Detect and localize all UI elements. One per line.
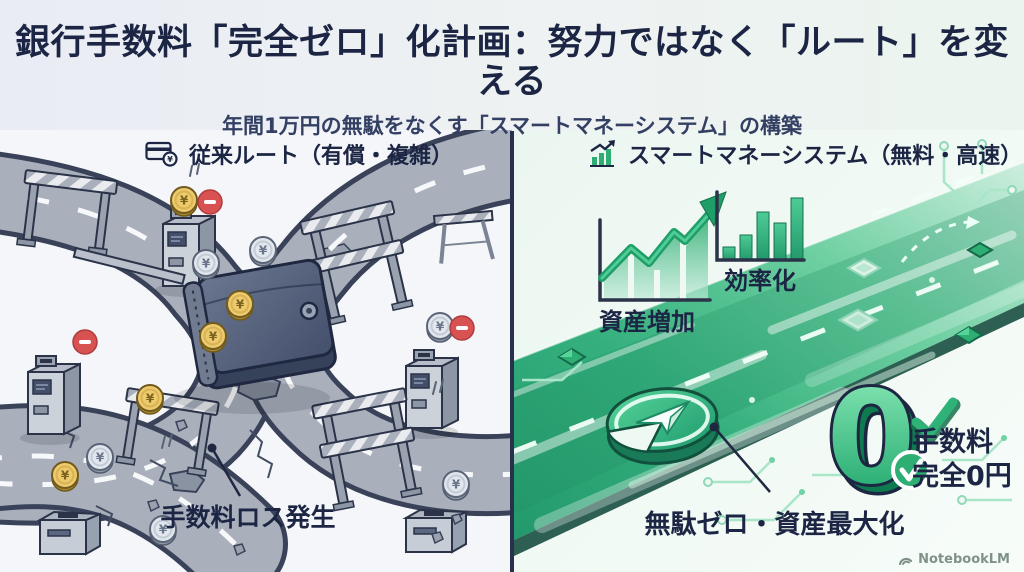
watermark-text: NotebookLM: [918, 552, 1010, 567]
right-section-heading: スマートマネーシステム（無料・高速）: [588, 138, 1022, 170]
green-chip: [954, 325, 984, 345]
motion-lines: [161, 163, 444, 449]
tripod-barrier: [432, 209, 495, 264]
page-title: 銀行手数料「完全ゼロ」化計画：努力ではなく「ルート」を変える: [14, 23, 1009, 102]
right-panel: 0 0 スマートマネーシステム（無料・高: [512, 130, 1024, 572]
send-token-icon: [605, 387, 720, 465]
panel-divider: [510, 131, 514, 572]
right-heading-label: スマートマネーシステム（無料・高速）: [628, 144, 1023, 169]
efficiency-label: 効率化: [724, 267, 796, 295]
check-badge: [891, 450, 931, 490]
pebbles: [147, 419, 463, 557]
data-chip: [837, 308, 879, 332]
fee-loss-callout-line: [207, 443, 242, 497]
growth-chart-icon: [590, 140, 615, 167]
pole-barrier: [72, 246, 186, 286]
data-chip: [845, 257, 883, 279]
lane-dashes: [512, 249, 1024, 455]
zero-figure: 0 0: [823, 361, 931, 525]
flow-arrow: [900, 216, 980, 263]
left-section-heading: ¥ 従来ルート（有償・複雑）: [145, 138, 453, 170]
card-coin-icon: ¥: [145, 141, 178, 167]
efficiency-bar-chart: [715, 190, 806, 262]
smart-money-illustration: 0 0: [512, 139, 1024, 557]
zero-figure-shadow: 0: [833, 372, 922, 521]
left-heading-label: 従来ルート（有償・複雑）: [189, 144, 454, 169]
header: 銀行手数料「完全ゼロ」化計画：努力ではなく「ルート」を変える 年間1万円の無駄を…: [0, 0, 1024, 138]
green-chip: [557, 347, 587, 367]
notebooklm-logo: [899, 557, 913, 565]
check-icon: [910, 397, 961, 444]
fee-line-1: 手数料: [912, 427, 993, 458]
asset-growth-label: 資産増加: [599, 308, 695, 336]
fee-line-2: 完全0円: [912, 461, 1012, 493]
zero-figure-front: 0: [826, 364, 915, 513]
fee-loss-callout: 手数料ロス発生: [160, 503, 336, 532]
zero-waste-label: 無駄ゼロ・資産最大化: [644, 510, 905, 540]
zero-waste-callout-line: [709, 422, 771, 493]
green-chip: [966, 241, 994, 259]
fee-zero-text: 手数料 完全0円: [912, 426, 1012, 494]
traditional-route-illustration: ¥ ¥: [0, 130, 512, 572]
watermark: NotebookLM: [898, 552, 1010, 567]
circuit-nodes: [703, 139, 1017, 525]
yen-symbol: ¥: [167, 155, 173, 164]
asset-line-chart: [598, 191, 727, 302]
left-panel: ¥ ¥: [0, 130, 512, 572]
